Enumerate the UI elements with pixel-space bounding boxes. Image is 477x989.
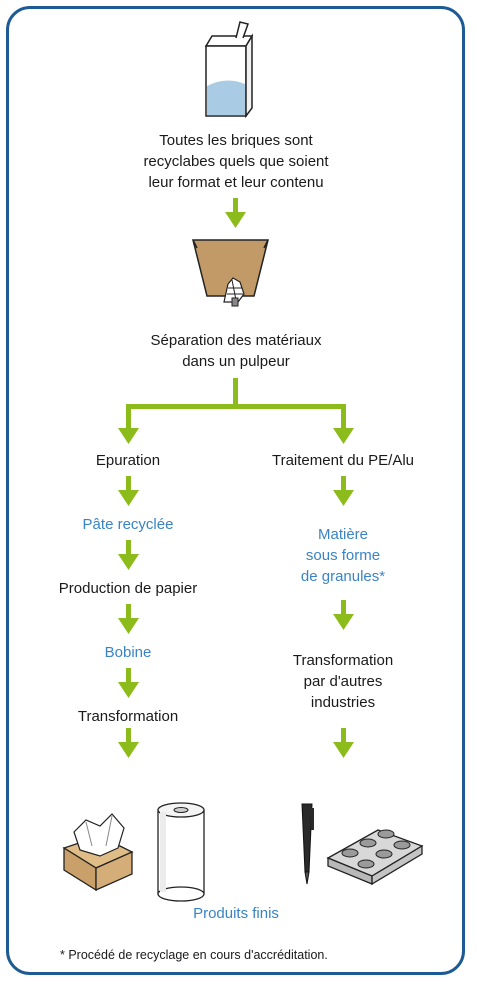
arrow-1 [225, 198, 246, 228]
pate-recyclee-text: Pâte recyclée [82, 516, 174, 533]
separation-text: Séparation des matériaux dans un pulpeur [150, 332, 322, 370]
produits-finis-text: Produits finis [193, 905, 279, 922]
diagram-frame [6, 6, 465, 975]
arrow-right-2 [333, 600, 354, 630]
production-papier-text: Production de papier [58, 580, 198, 597]
milk-carton-icon [204, 21, 254, 119]
traitement-text: Traitement du PE/Alu [271, 452, 415, 469]
arrow-left-3 [118, 604, 139, 634]
pen-icon [301, 803, 314, 885]
transformation-industries-text: Transformation par d'autres industries [292, 652, 394, 711]
transformation-text: Transformation [77, 708, 179, 725]
tissue-box-icon [62, 813, 134, 892]
intro-text: Toutes les briques sont recyclabes quels… [143, 132, 329, 191]
pulper-icon [192, 239, 269, 307]
arrow-left-1 [118, 476, 139, 506]
matiere-granules-text: Matière sous forme de granules* [300, 526, 386, 585]
paper-roll-icon [157, 802, 205, 902]
arrow-left-2 [118, 540, 139, 570]
muffin-tray-icon [326, 829, 424, 886]
footnote: * Procédé de recyclage en cours d'accréd… [60, 948, 328, 962]
bobine-text: Bobine [104, 644, 152, 661]
arrow-right-3 [333, 728, 354, 758]
arrow-left-4 [118, 668, 139, 698]
split-connector [118, 378, 354, 444]
epuration-text: Epuration [95, 452, 161, 469]
arrow-right-1 [333, 476, 354, 506]
arrow-left-5 [118, 728, 139, 758]
